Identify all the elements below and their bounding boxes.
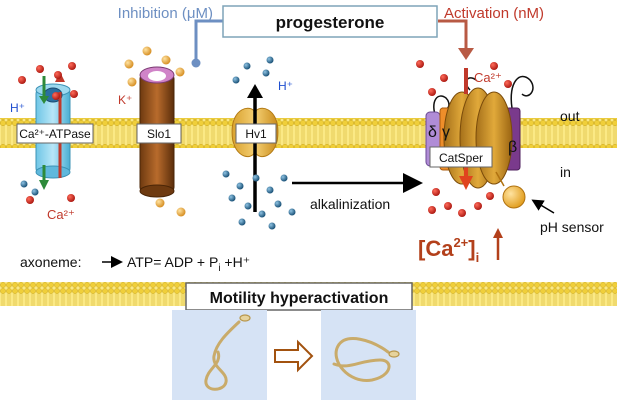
hv1-label: Hv1 — [245, 127, 267, 141]
atpase-h-label: H⁺ — [10, 101, 25, 115]
hv1-h-label: H⁺ — [278, 79, 293, 93]
sperm-after — [332, 337, 400, 382]
motility-box — [185, 282, 413, 311]
ca-main: [Ca — [418, 236, 454, 261]
transition-arrow — [274, 339, 314, 373]
hv1-label-box — [235, 123, 277, 144]
equation-sub: i — [218, 263, 220, 274]
ph-sensor-label: pH sensor — [540, 219, 604, 235]
motility-panel: Motility hyperactivation — [172, 282, 416, 400]
axoneme-label: axoneme: — [20, 254, 81, 270]
motility-label: Motility hyperactivation — [210, 290, 389, 307]
inhibition-label: Inhibition (μM) — [118, 5, 213, 22]
atpase-ca-label: Ca²⁺ — [47, 207, 75, 222]
proton-dots-hv1 — [222, 56, 296, 230]
calcium-ions-atpase — [18, 62, 78, 204]
atpase-label-box — [16, 123, 94, 144]
progesterone-box — [222, 5, 438, 38]
delta-label: δ — [428, 124, 437, 141]
catsper-ca-label: Ca²⁺ — [474, 70, 502, 85]
catsper-label: CatSper — [439, 151, 483, 165]
slo1-label: Slo1 — [147, 127, 171, 141]
out-label: out — [560, 108, 580, 124]
progesterone-label: progesterone — [276, 13, 385, 32]
alkalinization-arrow: alkalinization — [292, 173, 423, 212]
ca-sub: i — [476, 250, 480, 265]
intracellular-calcium: [Ca2+]i — [418, 228, 503, 265]
gamma-label: γ — [442, 124, 450, 141]
svg-text:[Ca2+]i: [Ca2+]i — [418, 235, 479, 265]
slo1-label-box — [136, 123, 182, 144]
ph-sensor — [502, 185, 526, 209]
ca-bracket: ] — [468, 236, 475, 261]
equation-tail: +H⁺ — [221, 254, 251, 270]
axoneme-equation: axoneme: ATP= ADP + Pi +H⁺ — [20, 254, 250, 274]
equation-main: ATP= ADP + P — [127, 254, 218, 270]
catsper-label-box — [429, 146, 493, 168]
slo1-channel: Slo1 K⁺ — [118, 66, 182, 198]
alkalinization-label: alkalinization — [310, 196, 390, 212]
k-ion-label: K⁺ — [118, 93, 132, 107]
beta-label: β — [508, 139, 517, 156]
potassium-ions — [124, 46, 186, 217]
hv1-channel: Hv1 H⁺ — [231, 79, 293, 212]
ca-sup: 2+ — [453, 235, 468, 250]
proton-dots-atpase — [20, 180, 39, 196]
atpase-label: Ca²⁺-ATPase — [19, 127, 91, 141]
svg-text:ATP= ADP + Pi +H⁺: ATP= ADP + Pi +H⁺ — [127, 254, 250, 274]
calcium-ions-catsper — [416, 60, 512, 217]
catsper-channel: CatSper δ γ β Ca²⁺ pH sensor — [425, 68, 604, 235]
ca-atpase-pump: Ca²⁺-ATPase H⁺ Ca²⁺ — [10, 72, 94, 222]
activation-label: Activation (nM) — [444, 5, 544, 22]
progesterone-regulation: progesterone Inhibition (μM) Activation … — [118, 5, 544, 68]
in-label: in — [560, 164, 571, 180]
sperm-before — [204, 314, 251, 391]
